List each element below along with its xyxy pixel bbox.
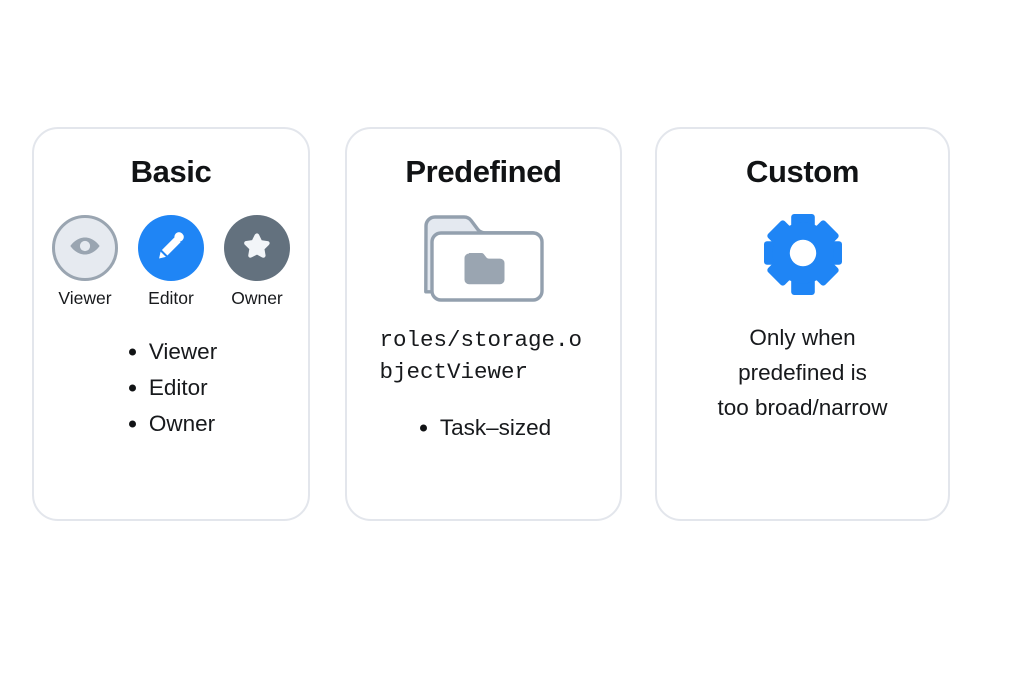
gear-icon [760,210,846,301]
role-badge-editor[interactable]: Editor [133,215,209,308]
predefined-bullet-list: Task–sized [416,410,551,446]
eye-icon [66,227,104,270]
custom-description-line: predefined is [738,359,867,385]
custom-description-line: Only when [749,325,856,351]
viewer-badge-circle [52,215,118,282]
list-item: Owner [125,406,217,442]
predefined-role-path: roles/storage.objectViewer [379,327,583,385]
role-badge-viewer-label: Viewer [58,288,112,309]
predefined-icon-wrap [416,209,552,313]
predefined-bullets-wrap: Task–sized [416,410,551,446]
custom-description: Only when predefined is too broad/narrow [703,321,901,426]
pencil-icon [153,228,189,269]
list-item: Editor [125,370,217,406]
card-basic[interactable]: Basic Viewer [32,127,310,521]
role-badge-owner-label: Owner [231,288,283,309]
custom-icon-wrap [760,211,846,299]
card-custom[interactable]: Custom [655,127,950,521]
role-badge-editor-label: Editor [148,288,194,309]
editor-badge-circle [138,215,204,282]
folder-open-icon [416,207,552,316]
star-icon [240,229,274,268]
basic-bullet-list: Viewer Editor Owner [125,334,217,442]
list-item: Task–sized [416,410,551,446]
list-item: Viewer [125,334,217,370]
role-badge-viewer[interactable]: Viewer [47,215,123,308]
card-basic-title: Basic [130,154,212,189]
card-custom-title: Custom [746,154,859,189]
card-predefined-title: Predefined [405,154,562,189]
role-badge-owner[interactable]: Owner [219,215,295,308]
basic-role-badges: Viewer Editor [47,215,295,308]
custom-description-line: too broad/narrow [717,394,888,420]
basic-bullets-wrap: Viewer Editor Owner [125,334,217,442]
card-predefined[interactable]: Predefined roles/storage.objectViewer Ta… [345,127,622,521]
owner-badge-circle [224,215,290,282]
